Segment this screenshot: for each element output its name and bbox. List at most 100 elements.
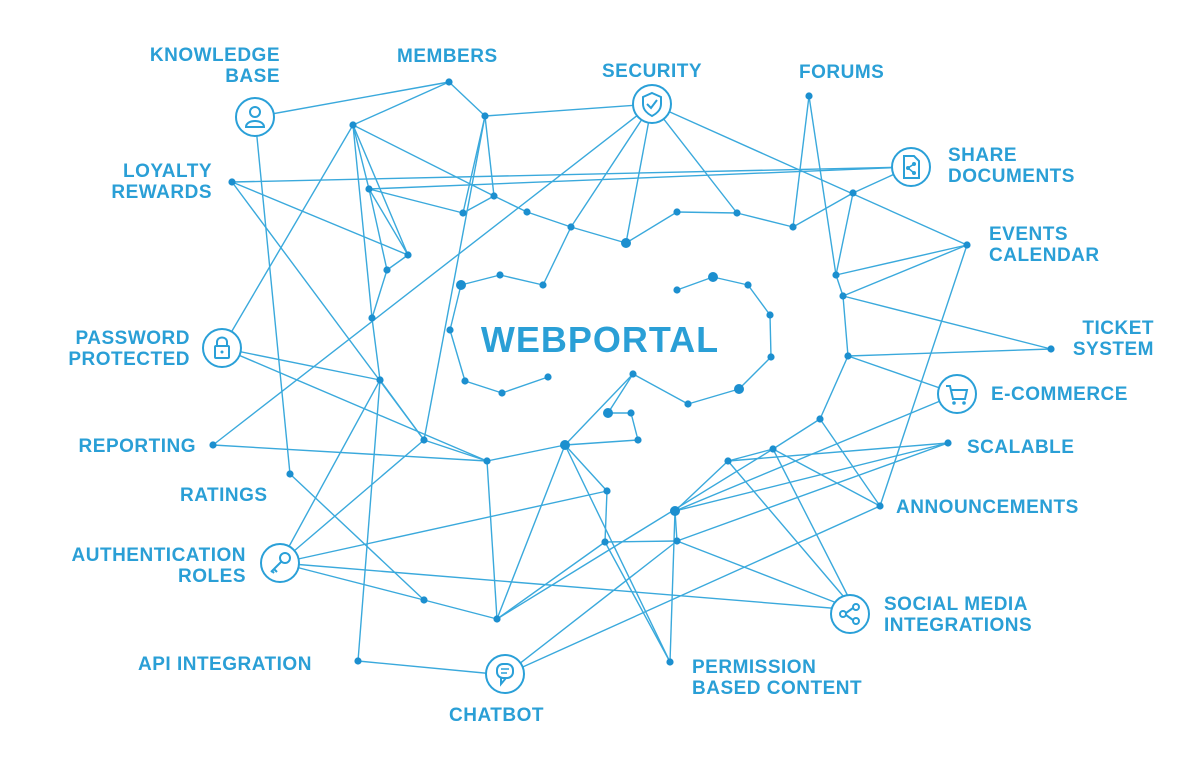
network-edge xyxy=(460,274,501,286)
network-edge xyxy=(289,473,425,601)
share-document-icon xyxy=(891,147,931,187)
network-edge xyxy=(676,211,738,214)
network-edge xyxy=(279,379,381,564)
network-edge xyxy=(231,181,409,256)
network-node xyxy=(601,538,609,546)
network-edge xyxy=(371,269,388,319)
network-edge xyxy=(651,103,968,246)
network-edge xyxy=(819,355,849,420)
network-node xyxy=(445,78,453,86)
network-edge xyxy=(651,103,738,214)
network-node xyxy=(766,311,774,319)
network-edge xyxy=(835,192,854,276)
network-node xyxy=(769,445,777,453)
network-edge xyxy=(847,348,1052,357)
network-edge xyxy=(279,439,425,564)
network-node xyxy=(805,92,813,100)
network-edge xyxy=(842,244,968,297)
network-node xyxy=(496,271,504,279)
network-node xyxy=(1047,345,1055,353)
network-edge xyxy=(279,562,425,601)
network-node xyxy=(446,326,454,334)
network-node xyxy=(560,440,570,450)
network-edge xyxy=(727,460,856,611)
network-edge xyxy=(808,95,837,276)
network-edge xyxy=(504,505,881,676)
network-edge xyxy=(352,81,450,126)
network-node xyxy=(349,121,357,129)
network-edge xyxy=(792,95,810,228)
network-node xyxy=(544,373,552,381)
network-edge xyxy=(423,439,488,462)
network-node xyxy=(603,408,613,418)
network-node xyxy=(420,436,428,444)
padlock-icon xyxy=(202,328,242,368)
network-edge xyxy=(727,448,774,462)
network-edge xyxy=(496,448,774,620)
network-edge xyxy=(738,356,772,390)
network-edge xyxy=(212,444,488,462)
network-edge xyxy=(486,460,498,620)
network-node xyxy=(459,209,467,217)
members-label: MEMBERS xyxy=(397,46,498,67)
network-node xyxy=(849,189,857,197)
network-edge xyxy=(687,388,740,405)
network-edge xyxy=(674,393,958,512)
network-edge xyxy=(352,124,495,197)
network-node xyxy=(832,271,840,279)
forums-label: FORUMS xyxy=(799,62,885,83)
network-node xyxy=(567,223,575,231)
network-edge xyxy=(676,442,949,542)
network-edge xyxy=(462,195,495,214)
network-node xyxy=(670,506,680,516)
network-node xyxy=(944,439,952,447)
network-edge xyxy=(676,276,714,291)
network-edge xyxy=(357,379,381,662)
network-edge xyxy=(386,254,409,271)
network-edge xyxy=(254,116,291,475)
network-edge xyxy=(676,540,856,611)
network-edge xyxy=(769,314,772,358)
share-network-icon xyxy=(830,594,870,634)
network-edge xyxy=(772,448,856,611)
network-edge xyxy=(564,373,634,446)
network-edge xyxy=(747,284,771,316)
network-edge xyxy=(630,412,639,441)
network-node xyxy=(493,615,501,623)
network-node xyxy=(684,400,692,408)
network-edge xyxy=(231,181,425,441)
network-node xyxy=(673,537,681,545)
network-nodes xyxy=(209,78,1055,679)
network-node xyxy=(461,377,469,385)
shopping-cart-icon xyxy=(937,374,977,414)
network-edge xyxy=(792,192,854,228)
network-node xyxy=(368,314,376,322)
network-edge xyxy=(496,541,606,620)
network-edge xyxy=(564,439,639,446)
network-node xyxy=(228,178,236,186)
network-edge xyxy=(493,195,528,213)
network-node xyxy=(481,112,489,120)
network-edge xyxy=(564,444,671,663)
scalable-label: SCALABLE xyxy=(967,437,1075,458)
network-edge xyxy=(736,212,794,228)
key-icon xyxy=(260,543,300,583)
network-node xyxy=(673,286,681,294)
network-edge xyxy=(501,376,549,394)
network-node xyxy=(839,292,847,300)
network-edge xyxy=(604,540,678,543)
network-node xyxy=(634,436,642,444)
network-edge xyxy=(625,211,678,244)
announcements-label: ANNOUNCEMENTS xyxy=(896,497,1079,518)
network-edge xyxy=(564,444,608,492)
network-edge xyxy=(819,418,881,507)
network-edge xyxy=(607,373,634,414)
network-edge xyxy=(464,380,503,394)
network-node xyxy=(498,389,506,397)
network-node xyxy=(523,208,531,216)
